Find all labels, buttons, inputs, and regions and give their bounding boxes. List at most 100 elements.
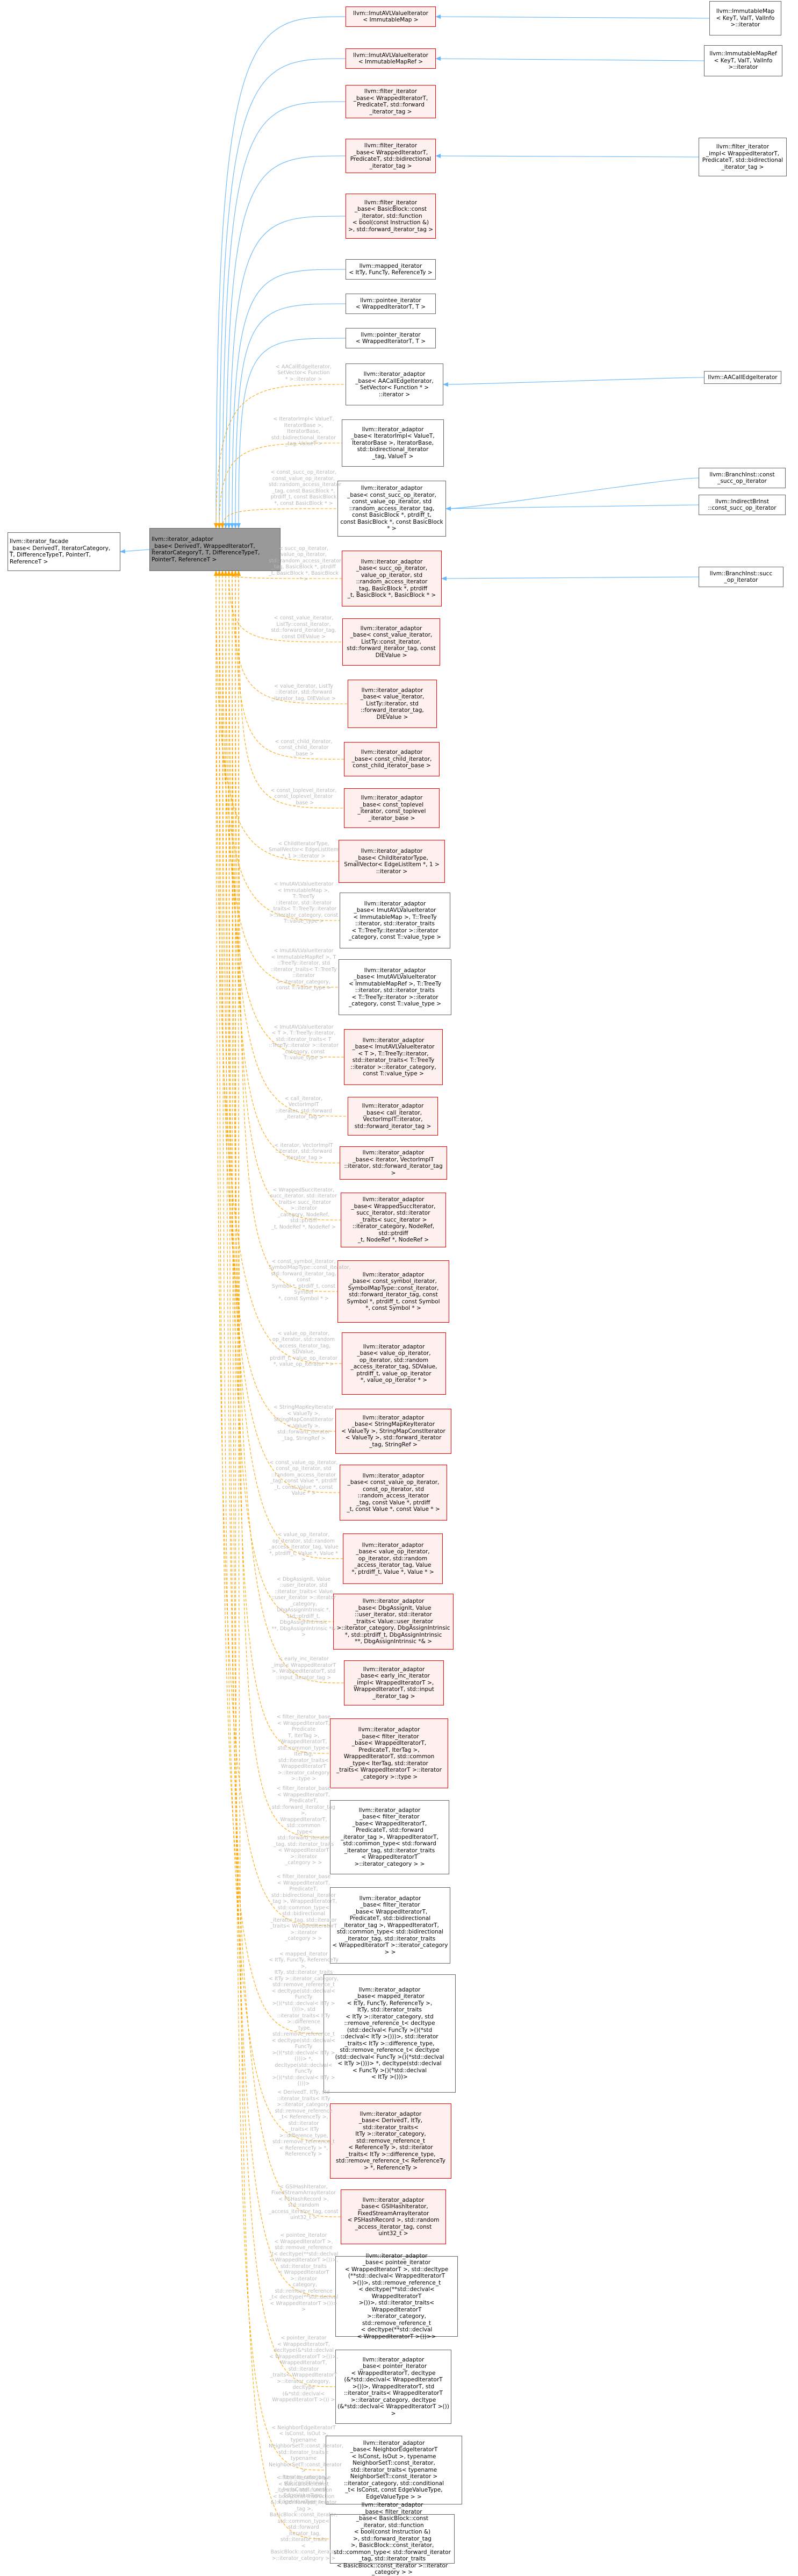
- node-filter-iterator-4[interactable]: llvm::filter_iterator _base< BasicBlock:…: [346, 194, 436, 239]
- node-pointer-iterator-7[interactable]: llvm::pointer_iterator < WrappedIterator…: [346, 328, 436, 348]
- edge-label-11: < succ_op_iterator, value_op_iterator, s…: [269, 545, 341, 583]
- node-iterator-adaptor-34[interactable]: llvm::iterator_adaptor _base< DerivedT, …: [330, 2103, 451, 2179]
- edge-child-24: [214, 570, 342, 1364]
- node-branchinst-const-leaf-4[interactable]: llvm::BranchInst::const _succ_op_iterato…: [699, 468, 786, 488]
- edge-label-36: < pointee_iterator < WrappedIteratorT >,…: [269, 2232, 339, 2313]
- edge-label-29: < early_inc_iterator _impl< WrappedItera…: [271, 1656, 336, 1681]
- edge-child-29: [230, 570, 344, 1683]
- node-iterator-adaptor-19[interactable]: llvm::iterator_adaptor _base< ImutAVLVal…: [344, 1029, 443, 1085]
- node-branchinst-succ-leaf-6[interactable]: llvm::BranchInst::succ _op_iterator: [699, 567, 783, 587]
- node-iterator-adaptor-12[interactable]: llvm::iterator_adaptor _base< const_valu…: [342, 618, 440, 666]
- node-iterator-adaptor-13[interactable]: llvm::iterator_adaptor _base< value_iter…: [348, 680, 437, 728]
- node-pointee-iterator-6[interactable]: llvm::pointee_iterator < WrappedIterator…: [346, 294, 436, 314]
- node-iterator-adaptor-11[interactable]: llvm::iterator_adaptor _base< succ_op_it…: [342, 551, 442, 606]
- node-iterator-adaptor-27[interactable]: llvm::iterator_adaptor _base< value_op_i…: [343, 1533, 443, 1584]
- edge-label-16: < ChildIteratorType, SmallVector< EdgeLi…: [269, 840, 339, 859]
- node-filter-iterator-leaf-2[interactable]: llvm::filter_iterator _impl< WrappedIter…: [699, 138, 787, 176]
- node-iterator-adaptor-39[interactable]: llvm::iterator_adaptor _base< filter_ite…: [330, 2502, 455, 2575]
- node-iterator-adaptor-37[interactable]: llvm::iterator_adaptor _base< pointer_it…: [335, 2350, 451, 2424]
- edge-child-0: [214, 16, 346, 529]
- edge-label-17: < ImutAVLValueIterator < ImmutableMap >,…: [269, 881, 339, 924]
- node-filter-iterator-2[interactable]: llvm::filter_iterator _base< WrappedIter…: [346, 85, 436, 118]
- node-iterator-facade-base[interactable]: llvm::iterator_facade _base< DerivedT, I…: [8, 532, 120, 571]
- node-immutablemapref-leaf-1[interactable]: llvm::ImmutableMapRef < KeyT, ValT, ValI…: [704, 45, 782, 76]
- edge-child-1: [217, 58, 346, 529]
- edge-label-12: < const_value_iterator, ListTy::const_it…: [271, 615, 336, 640]
- edge-child-37: [230, 570, 336, 2387]
- edge-leaf-2: [435, 154, 699, 159]
- edge-label-21: < iterator, VectorImplT ::iterator, std:…: [274, 1142, 333, 1161]
- node-aacalledgeiterator-leaf-3[interactable]: llvm::AACallEdgeIterator: [704, 371, 781, 384]
- edge-child-5: [230, 269, 346, 529]
- edge-child-36: [227, 570, 336, 2297]
- node-iterator-adaptor-31[interactable]: llvm::iterator_adaptor _base< filter_ite…: [330, 1800, 449, 1874]
- edge-label-23: < const_symbol_iterator, SymbolMapType::…: [269, 1258, 351, 1302]
- node-iterator-adaptor-24[interactable]: llvm::iterator_adaptor _base< value_op_i…: [342, 1332, 446, 1395]
- node-iterator-adaptor-36[interactable]: llvm::iterator_adaptor _base< pointee_it…: [335, 2253, 458, 2340]
- node-iterator-adaptor-20[interactable]: llvm::iterator_adaptor _base< call_itera…: [348, 1097, 438, 1136]
- node-iterator-adaptor-18[interactable]: llvm::iterator_adaptor _base< ImutAVLVal…: [339, 959, 451, 1015]
- node-iterator-adaptor-25[interactable]: llvm::iterator_adaptor _base< StringMapK…: [335, 1409, 451, 1454]
- edge-label-38: < NeighborEdgeIteratorT < IsConst, IsOut…: [269, 2424, 344, 2505]
- node-iterator-adaptor-28[interactable]: llvm::iterator_adaptor _base< DbgAssignI…: [333, 1594, 454, 1650]
- edge-child-25: [217, 570, 336, 1432]
- edge-child-18: [220, 570, 339, 988]
- node-iterator-adaptor-9[interactable]: llvm::iterator_adaptor _base< IteratorIm…: [342, 419, 444, 467]
- edge-label-34: < DerivedT, ItTy, std ::iterator_traits<…: [272, 2089, 335, 2157]
- node-immutablemap-leaf-0[interactable]: llvm::ImmutableMap < KeyT, ValT, ValInfo…: [709, 1, 781, 35]
- edge-child-19: [224, 570, 344, 1058]
- node-iterator-adaptor-15[interactable]: llvm::iterator_adaptor _base< const_topl…: [344, 788, 440, 828]
- edge-label-37: < pointer_iterator < WrappedIteratorT, d…: [269, 2335, 339, 2403]
- edge-label-14: < const_child_iterator, const_child_iter…: [275, 738, 333, 757]
- edge-label-13: < value_iterator, ListTy ::iterator, std…: [271, 683, 336, 702]
- edge-leaf-1: [435, 56, 704, 61]
- node-iterator-adaptor-33[interactable]: llvm::iterator_adaptor _base< mapped_ite…: [323, 1974, 456, 2093]
- node-iterator-adaptor-16[interactable]: llvm::iterator_adaptor _base< ChildItera…: [339, 840, 445, 883]
- edge-child-4: [227, 216, 346, 529]
- edge-child-3: [224, 155, 346, 529]
- node-iterator-adaptor-32[interactable]: llvm::iterator_adaptor _base< filter_ite…: [330, 1887, 450, 1964]
- edge-label-10: < const_succ_op_iterator, const_value_op…: [269, 469, 341, 506]
- node-iterator-adaptor-38[interactable]: llvm::iterator_adaptor _base< NeighborEd…: [326, 2436, 462, 2504]
- node-iterator-adaptor-17[interactable]: llvm::iterator_adaptor _base< ImutAVLVal…: [340, 893, 450, 948]
- edge-child-23: [236, 570, 338, 1292]
- node-iterator-adaptor-22[interactable]: llvm::iterator_adaptor _base< WrappedSuc…: [341, 1193, 446, 1247]
- edge-leaf-6: [441, 576, 699, 581]
- node-imutavlvalueiterator-0[interactable]: llvm::ImutAVLValueIterator < ImmutableMa…: [346, 6, 436, 27]
- edge-leaf-0: [435, 15, 710, 19]
- edge-label-25: < StringMapKeyIterator < ValueTy >, Stri…: [273, 1404, 334, 1442]
- node-iterator-adaptor-29[interactable]: llvm::iterator_adaptor _base< early_inc_…: [344, 1660, 444, 1706]
- node-iterator-adaptor-21[interactable]: llvm::iterator_adaptor _base< iterator, …: [340, 1146, 447, 1180]
- edge-child-11: [224, 570, 342, 579]
- edge-child-31: [236, 570, 330, 1838]
- edge-child-20: [227, 570, 348, 1117]
- node-iterator-adaptor-23[interactable]: llvm::iterator_adaptor _base< const_symb…: [337, 1260, 449, 1323]
- edge-label-18: < ImutAVLValueIterator < ImmutableMapRef…: [270, 948, 337, 991]
- edge-child-21: [230, 570, 340, 1164]
- node-iterator-adaptor-14[interactable]: llvm::iterator_adaptor _base< const_chil…: [344, 742, 440, 776]
- edge-label-28: < DbgAssignIt, Value ::user_iterator, st…: [271, 1576, 336, 1638]
- node-indirectbrinst-leaf-5[interactable]: llvm::IndirectBrInst ::const_succ_op_ite…: [699, 495, 786, 515]
- edge-label-20: < call_iterator, VectorImplT ::iterator,…: [275, 1095, 332, 1121]
- edge-child-35: [224, 570, 341, 2217]
- node-iterator-adaptor-35[interactable]: llvm::iterator_adaptor _base< GSIHashIte…: [341, 2189, 446, 2244]
- edge-leaf-3: [443, 377, 704, 387]
- edge-leaf-4: [445, 477, 699, 511]
- node-iterator-adaptor-base-focus[interactable]: llvm::iterator_adaptor _base< DerivedT, …: [149, 528, 281, 571]
- node-imutavlvalueiterator-1[interactable]: llvm::ImutAVLValueIterator < ImmutableMa…: [346, 48, 436, 69]
- node-iterator-adaptor-8[interactable]: llvm::iterator_adaptor _base< AACallEdge…: [346, 363, 443, 405]
- node-iterator-adaptor-30[interactable]: llvm::iterator_adaptor _base< filter_ite…: [330, 1718, 448, 1788]
- edge-child-16: [214, 570, 339, 862]
- edge-label-33: < mapped_iterator < ItTy, FuncTy, Refere…: [269, 1951, 339, 2087]
- edge-label-24: < value_op_iterator, op_iterator, std::r…: [270, 1330, 337, 1368]
- edge-child-13: [230, 570, 348, 704]
- edge-child-6: [233, 303, 346, 529]
- edge-label-15: < const_toplevel_iterator, const_topleve…: [270, 787, 337, 806]
- edge-child-33: [217, 570, 324, 2034]
- node-mapped-iterator-5[interactable]: llvm::mapped_iterator < ItTy, FuncTy, Re…: [346, 259, 436, 280]
- node-filter-iterator-3[interactable]: llvm::filter_iterator _base< WrappedIter…: [346, 139, 436, 173]
- edge-child-30: [233, 570, 330, 1754]
- node-iterator-adaptor-10[interactable]: llvm::iterator_adaptor _base< const_succ…: [337, 481, 446, 537]
- node-iterator-adaptor-26[interactable]: llvm::iterator_adaptor _base< const_valu…: [340, 1465, 447, 1521]
